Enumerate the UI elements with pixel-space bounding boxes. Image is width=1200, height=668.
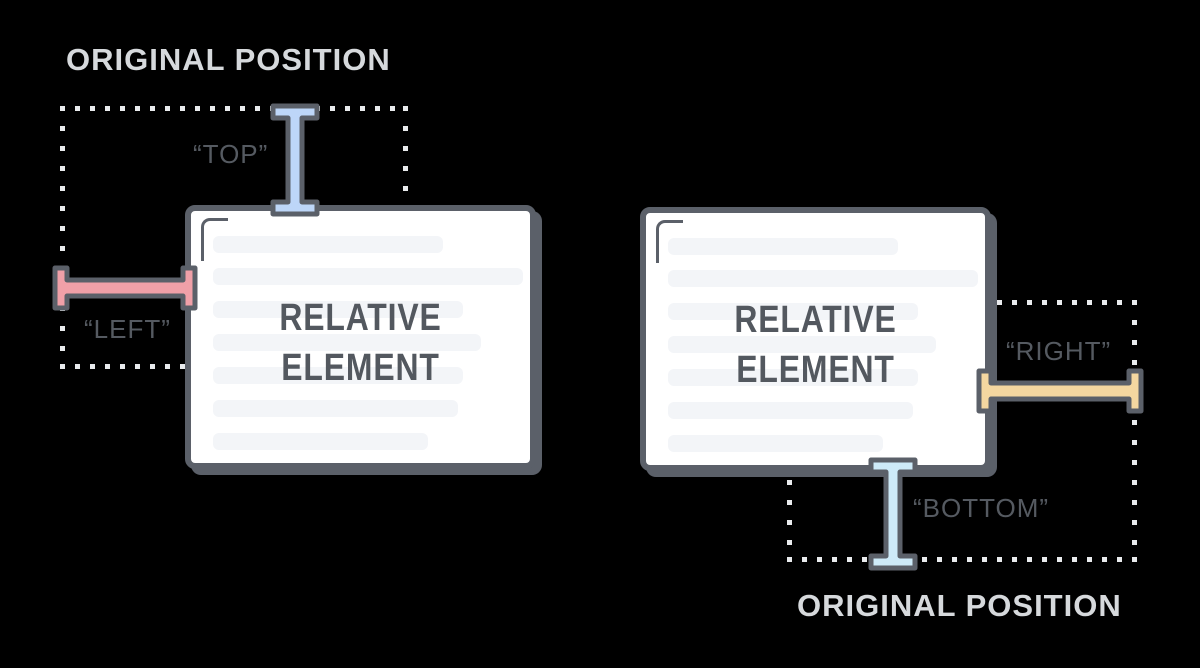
text-placeholder-line [213,268,523,285]
text-placeholder-line [213,367,463,384]
text-placeholder-line [213,334,481,351]
card-title-line1: RELATIVE [279,297,442,339]
bottom-offset-beam-icon [868,457,918,571]
card-title-line1: RELATIVE [734,299,897,341]
card-title-line2: ELEMENT [281,347,440,389]
right-offset-label: “RIGHT” [1006,336,1112,366]
text-placeholder-line [668,270,978,287]
left-offset-beam-icon [52,265,198,311]
corner-mark-icon [656,220,683,263]
i-beam-shape [270,103,320,217]
i-beam-shape [868,457,918,571]
left-original-position-title: ORIGINAL POSITION [66,42,391,77]
i-beam-shape [976,368,1144,414]
right-card-title: RELATIVE ELEMENT [673,295,958,395]
text-placeholder-line [213,301,463,318]
left-offset-label: “LEFT” [84,314,171,344]
left-relative-element-card: RELATIVE ELEMENT [185,205,536,469]
right-outline-right-edge [1132,300,1137,562]
left-card-title: RELATIVE ELEMENT [218,293,503,393]
left-outline-top-edge [60,106,408,111]
text-placeholder-line [213,400,458,417]
text-placeholder-line [668,303,918,320]
text-placeholder-line [668,336,936,353]
bottom-offset-label: “BOTTOM” [913,493,1050,523]
card-title-line2: ELEMENT [736,349,895,391]
corner-mark-icon [201,218,228,261]
right-relative-element-card: RELATIVE ELEMENT [640,207,991,471]
right-original-position-title: ORIGINAL POSITION [797,588,1122,623]
top-offset-beam-icon [270,103,320,217]
text-placeholder-line [213,433,428,450]
text-placeholder-line [668,402,913,419]
right-offset-beam-icon [976,368,1144,414]
i-beam-shape [52,265,198,311]
top-offset-label: “TOP” [193,139,269,169]
left-outline-left-edge [60,106,65,369]
text-placeholder-line [668,435,883,452]
text-placeholder-line [668,369,918,386]
text-placeholder-line [213,236,443,253]
text-placeholder-line [668,238,898,255]
right-outline-bottom-edge [787,557,1137,562]
